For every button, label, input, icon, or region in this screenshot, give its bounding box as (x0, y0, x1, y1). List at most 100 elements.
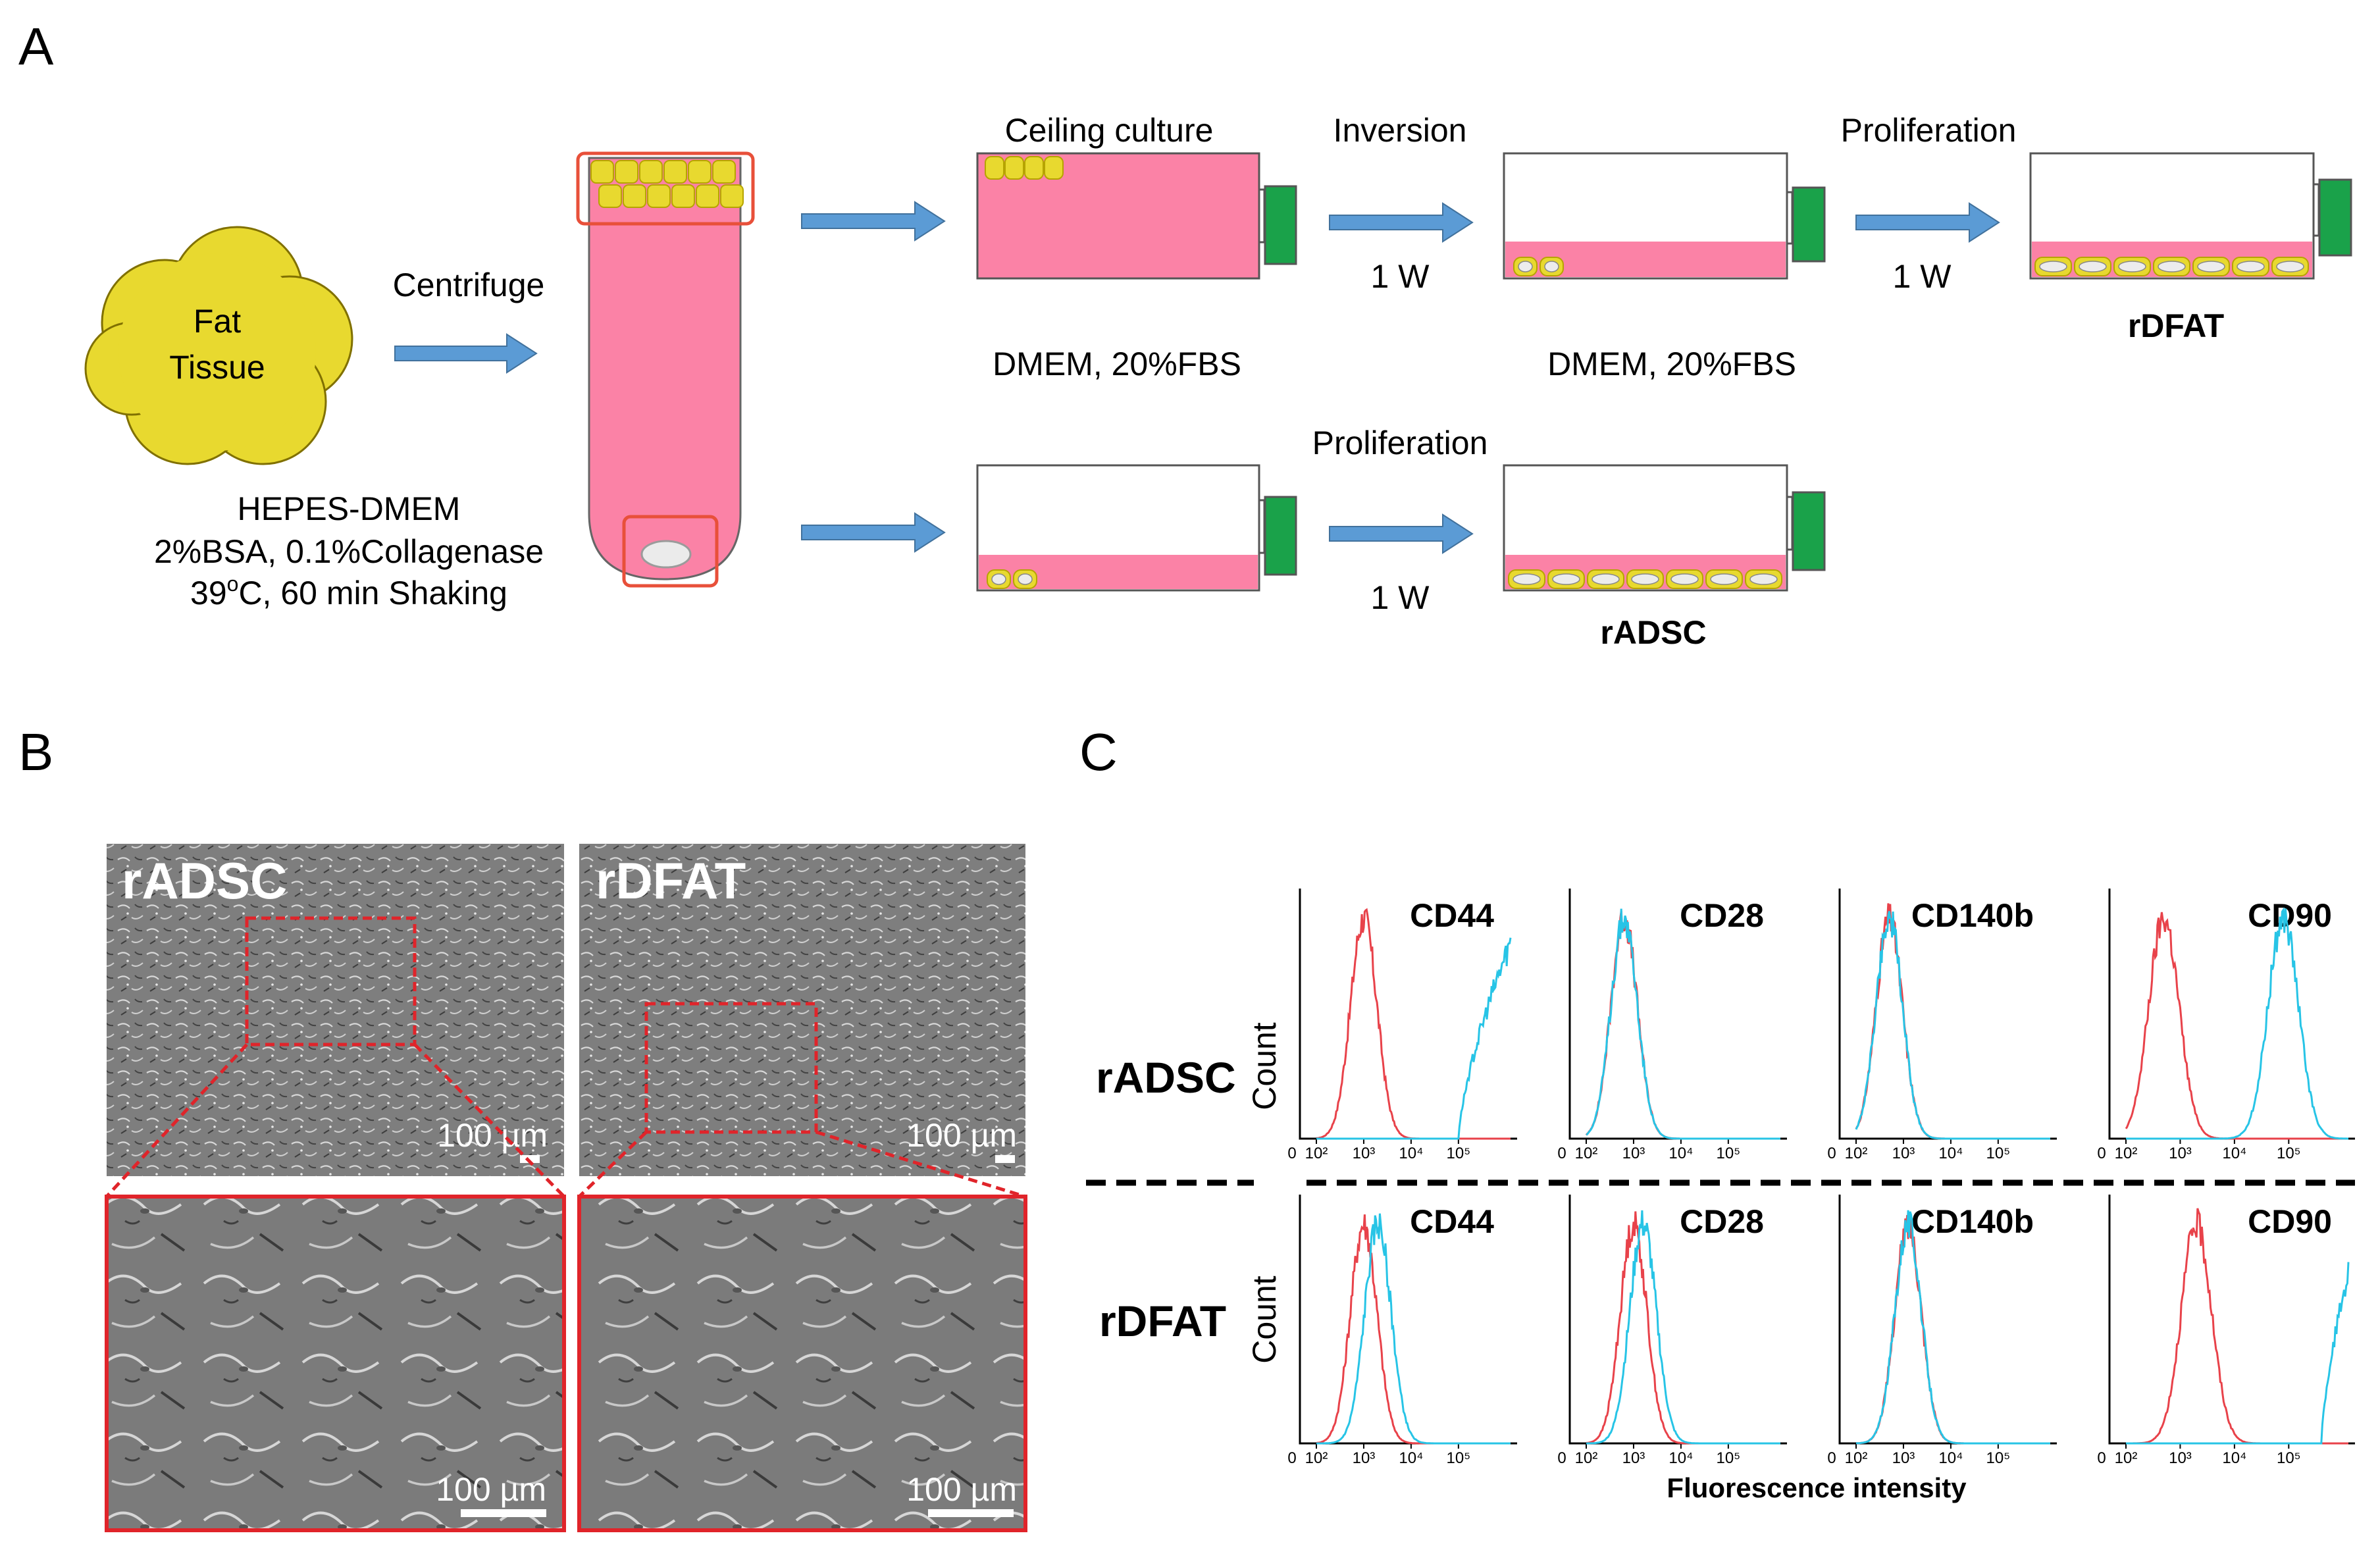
marker-label: CD140b (1911, 897, 2034, 934)
arrow-to-pellet-flask (801, 512, 946, 553)
x-tick-label: 10³ (1622, 1449, 1645, 1467)
fat-cell (647, 184, 671, 208)
radsc-flask (1503, 464, 1826, 592)
fat-cell (639, 160, 663, 184)
marker-label: CD140b (1911, 1203, 2034, 1240)
fat-layer-highlight (576, 151, 755, 226)
x-tick-label: 10⁵ (1717, 1145, 1741, 1162)
x-tick-label: 10⁴ (2222, 1145, 2246, 1162)
adherent-cell (1626, 569, 1664, 589)
proliferation-label-bottom: Proliferation (1312, 425, 1488, 461)
marker-label: CD28 (1680, 1203, 1764, 1240)
row-label-rdfat: rDFAT (1099, 1297, 1226, 1345)
fat-tissue-label-2: Tissue (169, 349, 265, 386)
ceiling-attached-cells (985, 156, 1064, 180)
control-histogram-line (1586, 1211, 1780, 1445)
adherent-cell (1539, 257, 1564, 276)
x-tick-label: 10² (1575, 1449, 1598, 1467)
adherent-cell (2034, 257, 2072, 276)
rdfat-label: rDFAT (2128, 307, 2224, 344)
y-axis-label-bottom: Count (1246, 1276, 1283, 1364)
panel-letter-c: C (1079, 723, 1118, 781)
y-axis-label-top: Count (1246, 1022, 1283, 1110)
x-tick-label: 0 (1827, 1449, 1836, 1467)
x-tick-label: 0 (1287, 1449, 1296, 1467)
centrifuge-label: Centrifuge (393, 267, 545, 303)
panel-c: C rADSC rDFAT Count Count 0 10² 10³ 10⁴ 10⁵ C… (1079, 723, 2355, 1503)
pellet-attached-cells (987, 569, 1037, 589)
x-tick-label: 10³ (1353, 1449, 1376, 1467)
x-tick-label: 10³ (2169, 1449, 2192, 1467)
scale-bar-3 (461, 1509, 546, 1517)
pellet-highlight (622, 515, 719, 588)
micrograph-radsc-label: rADSC (122, 852, 287, 910)
fat-cell (688, 160, 711, 184)
x-tick-label: 10² (2115, 1145, 2138, 1162)
ceiling-culture-flask (976, 152, 1297, 280)
zoom-region-rdfat (644, 1002, 818, 1134)
scale-bar-4 (928, 1509, 1014, 1517)
x-tick-label: 10⁵ (1986, 1449, 2011, 1467)
x-tick-label: 10³ (2169, 1145, 2192, 1162)
x-tick-label: 10⁵ (1447, 1449, 1471, 1467)
arrow-inversion (1329, 202, 1474, 243)
fat-cell (985, 156, 1004, 180)
control-histogram-line (2126, 1208, 2348, 1445)
x-tick-label: 0 (2097, 1145, 2106, 1162)
control-histogram-line (1316, 1214, 1511, 1445)
x-tick-label: 10⁴ (1669, 1449, 1693, 1467)
x-tick-label: 0 (2097, 1449, 2106, 1467)
x-tick-label: 10⁵ (2277, 1449, 2301, 1467)
control-histogram-line (1855, 903, 2050, 1140)
row-label-radsc: rADSC (1096, 1053, 1236, 1102)
x-tick-label: 10³ (1892, 1449, 1915, 1467)
marker-label: CD90 (2248, 1203, 2332, 1240)
x-tick-label: 10² (2115, 1449, 2138, 1467)
zoom-connectors (105, 1043, 1026, 1199)
fat-tissue-icon: Fat Tissue (84, 226, 353, 465)
fat-cell (671, 184, 695, 208)
control-histogram-line (2125, 912, 2348, 1140)
pellet-flask (976, 464, 1297, 592)
x-axis-label: Fluorescence intensity (1667, 1472, 1967, 1503)
fat-cell (590, 160, 614, 184)
fat-cell (1024, 156, 1044, 180)
fat-cell (720, 184, 744, 208)
marker-histogram-line (1316, 1213, 1511, 1445)
adherent-cell (1513, 257, 1538, 276)
adherent-cell (1013, 569, 1037, 589)
adherent-cell (2232, 257, 2269, 276)
inverted-attached-cells (1513, 257, 1564, 276)
micrograph-rdfat-label: rDFAT (596, 852, 746, 910)
scale-bar-label-3: 100 µm (436, 1471, 546, 1508)
micrograph-rdfat-zoom: 100 µm (577, 1195, 1027, 1532)
x-tick-label: 10² (1305, 1449, 1328, 1467)
x-tick-label: 10⁴ (1938, 1145, 1963, 1162)
x-tick-label: 10³ (1353, 1145, 1376, 1162)
x-tick-label: 0 (1557, 1449, 1566, 1467)
marker-histogram-line (1855, 911, 2050, 1140)
micrograph-radsc-zoom: 100 µm (105, 1195, 566, 1532)
fat-cell (1044, 156, 1064, 180)
digestion-line-1: HEPES-DMEM (238, 490, 461, 527)
inversion-label: Inversion (1333, 112, 1467, 149)
control-histogram-line (1856, 1213, 2050, 1445)
one-week-a: 1 W (1371, 258, 1430, 295)
x-tick-label: 10⁴ (1938, 1449, 1963, 1467)
fat-cell (712, 160, 736, 184)
radsc-label: rADSC (1600, 614, 1706, 651)
x-tick-label: 10³ (1892, 1145, 1915, 1162)
marker-histogram-line (1586, 908, 1780, 1140)
scale-bar-label-2: 100 µm (906, 1117, 1017, 1154)
scale-bar-2 (995, 1155, 1015, 1163)
adherent-cell (1508, 569, 1545, 589)
arrow-to-ceiling (801, 201, 946, 242)
x-tick-label: 10² (1305, 1145, 1328, 1162)
pellet (640, 540, 692, 569)
floating-fat-cells (590, 160, 744, 208)
marker-label: CD28 (1680, 897, 1764, 934)
